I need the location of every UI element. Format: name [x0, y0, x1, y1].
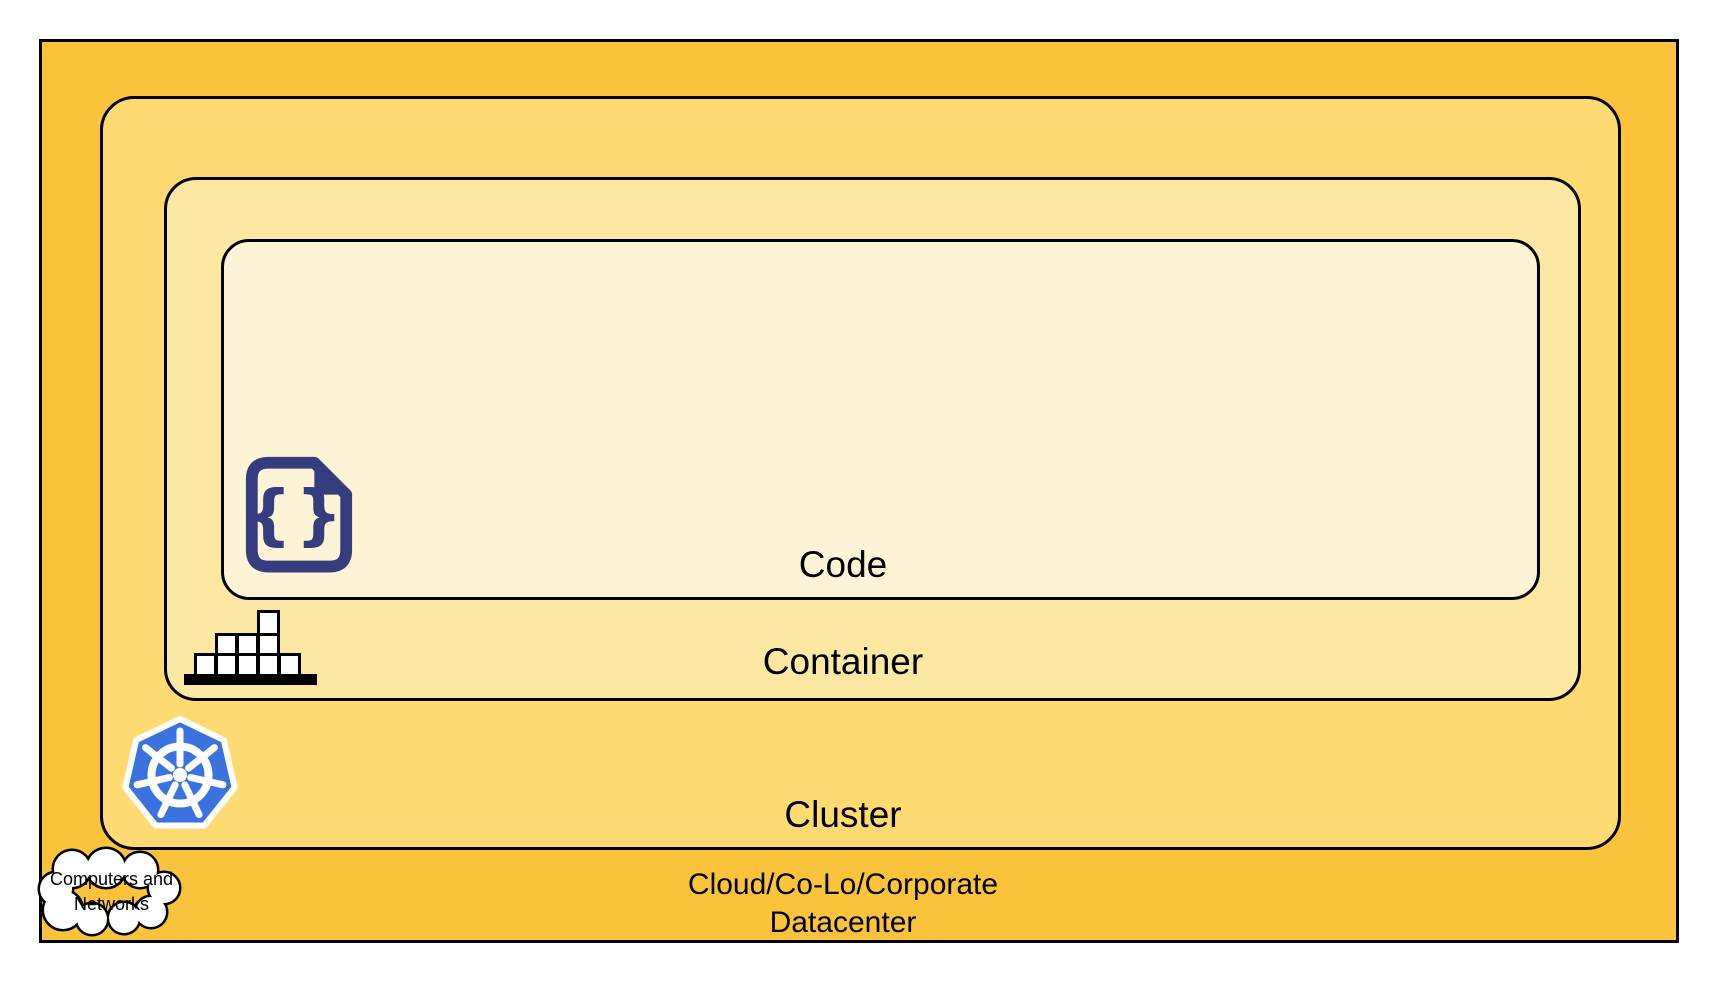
container-label: Container	[762, 641, 924, 682]
container-stack-icon	[180, 606, 320, 688]
code-braces-glyph: {}	[245, 476, 346, 553]
code-file-fold	[314, 462, 347, 495]
datacenter-label-line1: Cloud/Co-Lo/Corporate	[687, 868, 999, 901]
code-label: Code	[798, 544, 888, 585]
cluster-label: Cluster	[784, 794, 902, 835]
cloud-icon	[37, 846, 182, 937]
container-base-bar	[184, 674, 317, 685]
datacenter-label-line2: Datacenter	[769, 906, 917, 939]
cloud-label: Computers and Networks	[39, 867, 184, 917]
code-layer-box	[221, 239, 1540, 600]
code-file-outline	[245, 456, 353, 573]
kubernetes-wheel-hub	[173, 768, 187, 782]
cloud-label-line1: Computers and	[49, 869, 174, 889]
cloud-label-line2: Networks	[73, 894, 149, 914]
code-file-icon: {}	[240, 453, 358, 581]
datacenter-label: Cloud/Co-Lo/Corporate Datacenter	[688, 866, 998, 942]
kubernetes-logo-icon	[118, 712, 242, 838]
computers-networks-cloud: Computers and Networks	[37, 846, 184, 942]
kubernetes-helm-wheel	[133, 727, 227, 819]
